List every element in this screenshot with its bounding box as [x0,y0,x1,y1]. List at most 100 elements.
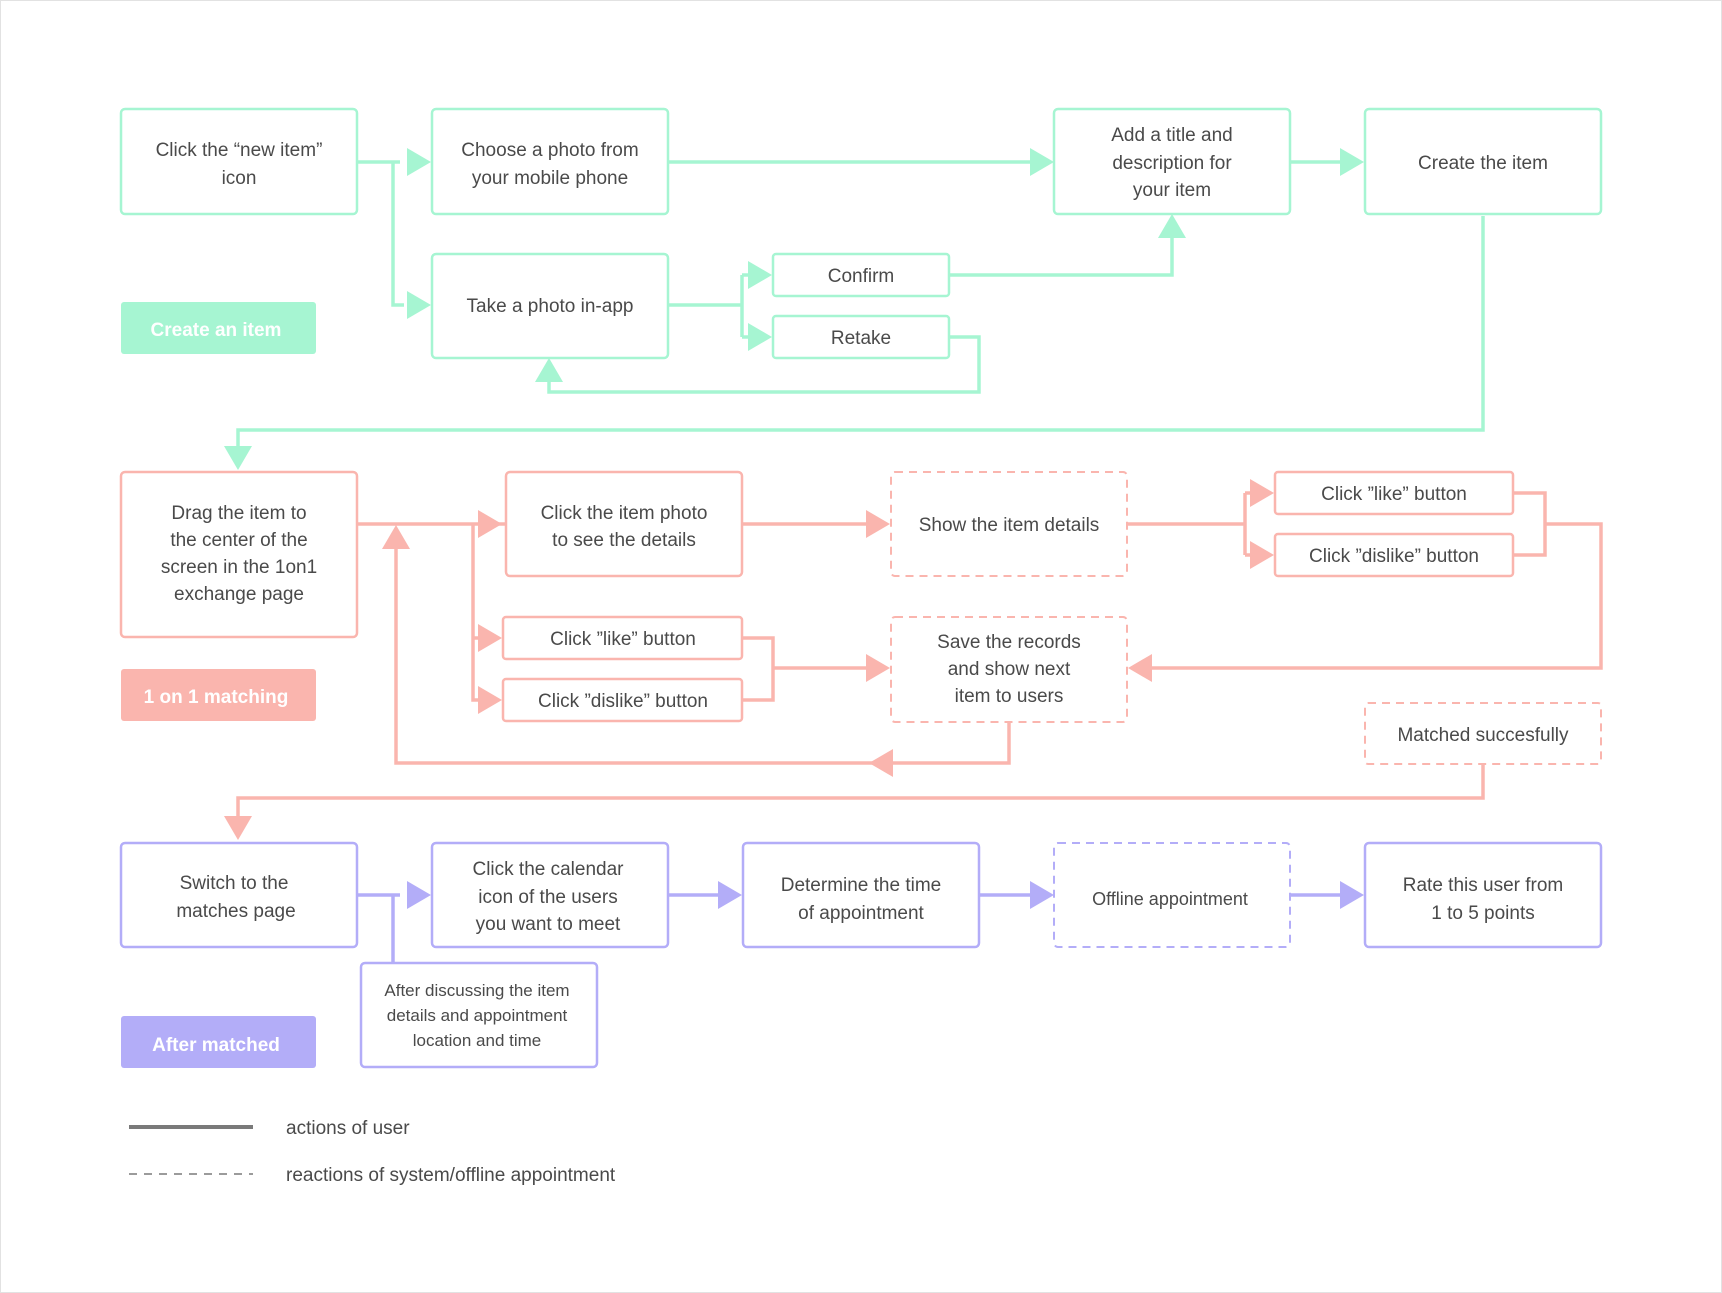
node-text: Show the item details [919,515,1100,536]
arrow-head [407,291,431,319]
node-drag-item: Drag the item to the center of the scree… [119,470,359,639]
arrow-head [535,358,563,382]
node-text: After discussing the item [384,981,569,1000]
section-matching-arrows [224,479,1274,840]
edge-merge-save [1150,522,1603,670]
node-text: you want to meet [476,914,621,935]
arrow-head [748,261,772,289]
edge-left-merge [742,636,775,702]
arrow-head [1340,148,1364,176]
node-text: icon of the users [478,887,617,908]
arrow-head [224,446,252,470]
arrow-head [1128,654,1152,682]
node-text: the center of the [170,530,307,551]
edge-matched-switch [236,764,1485,822]
node-text: Click ”like” button [1321,484,1467,505]
node-take-photo: Take a photo in-app [430,252,670,360]
section-label-create: Create an item [121,302,316,354]
node-text: item to users [955,686,1064,707]
node-text: of appointment [798,903,924,924]
node-switch-matches: Switch to the matches page [119,841,359,949]
node-text: and show next [948,659,1071,680]
edge-confirm-add [950,230,1174,277]
arrow-head [407,148,431,176]
node-show-details: Show the item details [890,471,1128,577]
arrow-head [1158,214,1186,238]
arrow-head [382,525,410,549]
legend-dashed-label: reactions of system/offline appointment [286,1165,616,1186]
node-text: your item [1133,180,1211,201]
section-label-text: After matched [152,1035,280,1056]
node-text: icon [222,168,257,189]
arrow-head [1250,479,1274,507]
node-choose-photo: Choose a photo from your mobile phone [430,107,670,216]
node-dislike-right: Click ”dislike” button [1273,532,1515,578]
node-text: matches page [176,901,295,922]
node-text: Determine the time [781,875,942,896]
node-text: Offline appointment [1092,889,1248,909]
node-click-photo: Click the item photo to see the details [504,470,744,578]
node-text: Switch to the [180,873,289,894]
section-after-arrows [407,881,1364,909]
edge-create-drag [236,216,1485,452]
node-text: to see the details [552,530,696,551]
arrow-head [224,816,252,840]
edge-save-loop [394,544,1011,765]
node-text: your mobile phone [472,168,628,189]
node-save-records: Save the records and show next item to u… [890,616,1128,723]
arrow-head [478,624,502,652]
arrow-head [1340,881,1364,909]
node-text: Add a title and [1111,125,1232,146]
node-text: exchange page [174,584,304,605]
node-discussing: After discussing the item details and ap… [359,961,599,1069]
node-text: Click the “new item” [156,140,323,161]
section-label-text: Create an item [151,320,282,341]
node-text: Matched succesfully [1397,725,1569,746]
node-text: details and appointment [387,1006,568,1025]
node-text: Create the item [1418,153,1548,174]
section-create [236,160,1485,452]
arrow-head [1250,541,1274,569]
node-text: description for [1112,153,1232,174]
node-text: 1 to 5 points [1431,903,1535,924]
node-create-item: Create the item [1363,107,1603,216]
section-label-after: After matched [121,1016,316,1068]
node-text: Rate this user from [1403,875,1564,896]
arrow-head [407,881,431,909]
arrow-head [1030,148,1054,176]
node-confirm: Confirm [771,252,951,298]
arrow-head [478,686,502,714]
node-text: Take a photo in-app [467,296,634,317]
arrow-head [718,881,742,909]
node-text: Click the calendar [472,859,624,880]
node-text: Drag the item to [171,503,306,524]
node-text: Confirm [828,266,895,287]
node-rate-user: Rate this user from 1 to 5 points [1363,841,1603,949]
node-text: Click the item photo [541,503,708,524]
arrow-head [869,749,893,777]
arrow-head [748,323,772,351]
section-label-text: 1 on 1 matching [144,687,289,708]
node-text: Click ”like” button [550,629,696,650]
node-add-title: Add a title and description for your ite… [1052,107,1292,216]
arrow-head [866,510,890,538]
section-after [357,893,1340,963]
node-text: Choose a photo from [461,140,638,161]
node-text: location and time [413,1031,542,1050]
node-text: Click ”dislike” button [1309,546,1479,567]
section-label-matching: 1 on 1 matching [121,669,316,721]
node-click-calendar: Click the calendar icon of the users you… [430,841,670,949]
edge-drag-dislike [471,524,484,702]
node-text: screen in the 1on1 [161,557,317,578]
legend: actions of user reactions of system/offl… [129,1118,616,1186]
node-text: Retake [831,328,891,349]
node-dislike-left: Click ”dislike” button [501,677,744,723]
edge-retake-take [547,335,981,394]
arrow-head [478,510,502,538]
node-like-right: Click ”like” button [1273,470,1515,516]
edge-right-merge [1513,491,1547,557]
arrow-head [1030,881,1054,909]
legend-solid-label: actions of user [286,1118,410,1139]
node-retake: Retake [771,314,951,360]
